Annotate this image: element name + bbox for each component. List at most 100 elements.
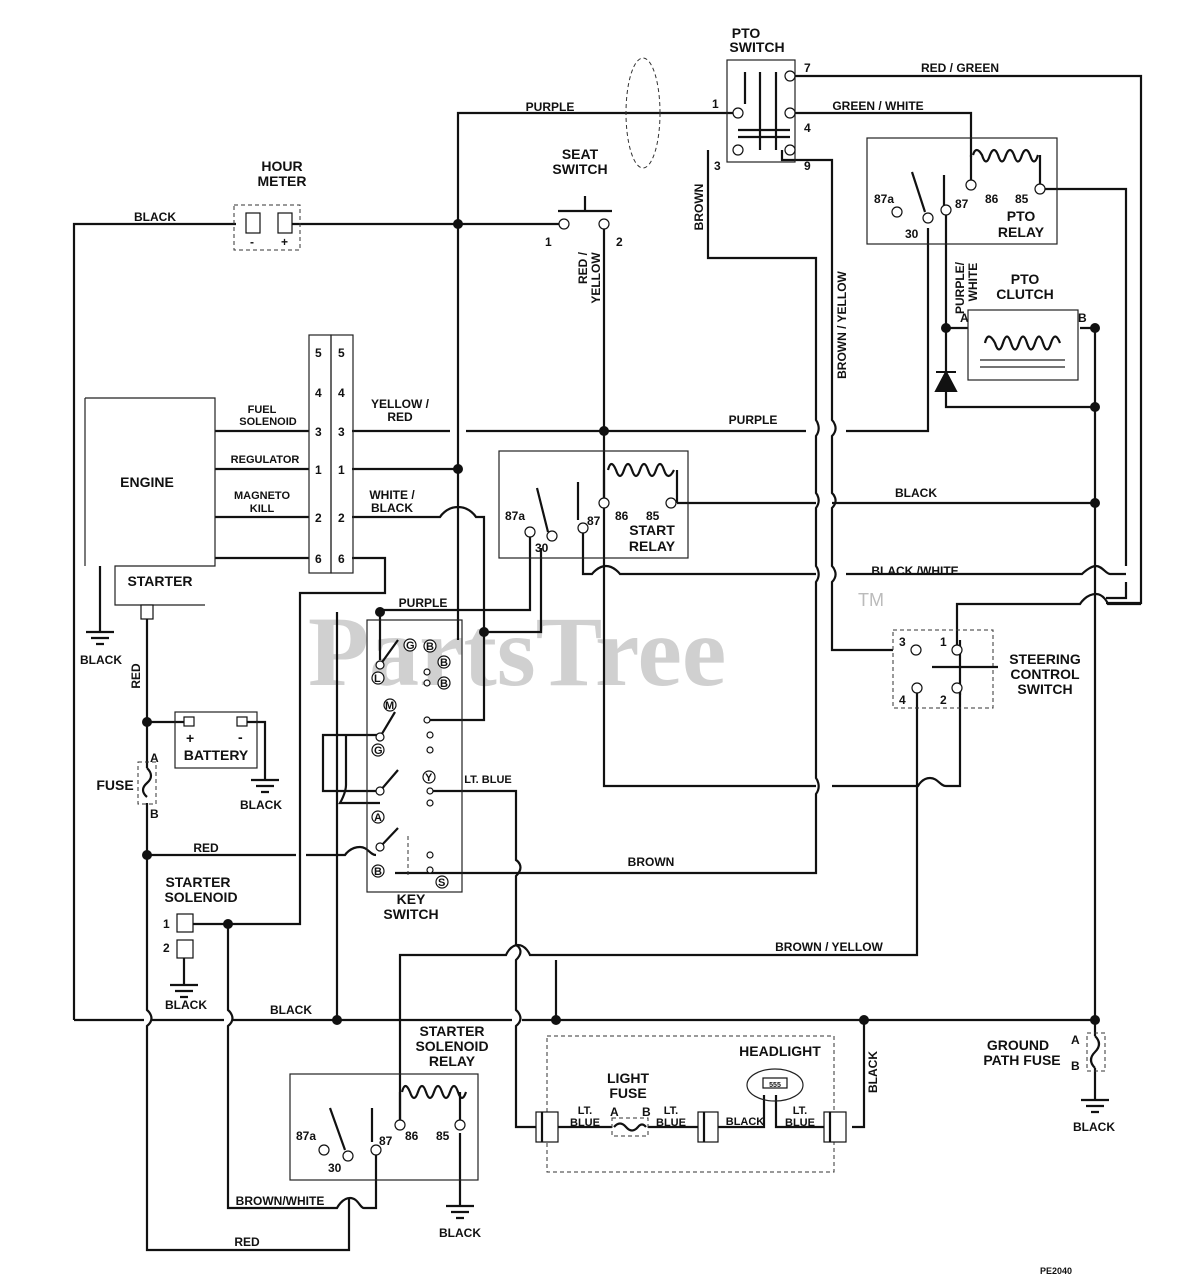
- wire-key-a2: [338, 735, 380, 805]
- wire-brown-yellow: [780, 150, 893, 652]
- fuse-element: [141, 767, 153, 798]
- wire-label-black-engine: BLACK: [80, 653, 122, 667]
- pto-pin-7: 7: [804, 61, 811, 75]
- pto-relay-title-1: PTO: [1007, 208, 1036, 224]
- start-relay-87a: 87a: [505, 509, 525, 523]
- pto-pin-4: 4: [804, 121, 811, 135]
- pto-clutch: PTO CLUTCH A B: [934, 271, 1087, 392]
- wire-label-purple-top: PURPLE: [526, 100, 575, 114]
- wire-label-green-white: GREEN / WHITE: [832, 99, 923, 113]
- pto-relay-30: 30: [905, 227, 919, 241]
- start-relay-title-1: START: [629, 522, 675, 538]
- wire-label-red-yellow-1: RED /: [576, 251, 590, 284]
- wire-label-red-bottom: RED: [234, 1235, 260, 1249]
- key-term-g2: G: [374, 745, 383, 757]
- conn-l-6: 6: [315, 552, 322, 566]
- ssr-87a: 87a: [296, 1129, 316, 1143]
- start-relay-body: [498, 450, 689, 559]
- pto-relay-contacts: [910, 155, 1042, 213]
- wire-steer1: [955, 592, 1141, 645]
- light-fuse-b: B: [642, 1105, 651, 1119]
- wire-label-lt-blue-2a: LT.: [664, 1105, 678, 1117]
- wire-label-black-solenoid: BLACK: [165, 998, 207, 1012]
- wire-light-chain: [558, 1095, 824, 1129]
- headlight-code: 555: [769, 1082, 781, 1089]
- pto-switch: PTO SWITCH 7 1 4 3 9: [625, 25, 811, 173]
- ssr-87: 87: [379, 1134, 393, 1148]
- starter-label: STARTER: [127, 573, 192, 589]
- regulator-label: REGULATOR: [231, 454, 300, 466]
- pto-clutch-coil: [983, 335, 1062, 351]
- wire-label-purple-key: PURPLE: [399, 596, 448, 610]
- key-term-b3: B: [440, 678, 448, 690]
- seat-switch-title-2: SWITCH: [552, 161, 607, 177]
- watermark-text: PartsTree: [308, 596, 726, 707]
- starter-solenoid-relay: STARTER SOLENOID RELAY 87a 30 87 86 85: [289, 1023, 489, 1181]
- solenoid-pin-1: 1: [163, 917, 170, 931]
- wire-label-lt-blue-2b: BLUE: [656, 1117, 686, 1129]
- wire-red-main: [145, 803, 351, 1252]
- ssr-title-2: SOLENOID: [415, 1038, 488, 1054]
- starter-solenoid-title-2: SOLENOID: [164, 889, 237, 905]
- wire-label-black-vertical: BLACK: [866, 1051, 880, 1093]
- wire-key-a: [321, 733, 380, 793]
- light-fuse-a: A: [610, 1105, 619, 1119]
- ground-icon: [86, 630, 114, 646]
- key-switch-levers: [379, 639, 399, 848]
- gpf-element: [1089, 1035, 1101, 1069]
- ground-icon: [170, 983, 198, 999]
- gpf-title-1: GROUND: [987, 1037, 1049, 1053]
- engine-body: [84, 397, 216, 606]
- seat-switch-title-1: SEAT: [562, 146, 599, 162]
- key-switch-title-2: SWITCH: [383, 906, 438, 922]
- steering-switch-body: [892, 629, 994, 709]
- ground-symbols: [86, 630, 1109, 1220]
- wire-label-brown-yellow-v: BROWN / YELLOW: [835, 270, 849, 378]
- wire-label-lt-blue: LT. BLUE: [464, 774, 511, 786]
- wire-white-black: [352, 505, 486, 722]
- wire-sol-relay: [226, 924, 378, 1210]
- steering-title-3: SWITCH: [1017, 681, 1072, 697]
- conn-r-2: 2: [338, 511, 345, 525]
- wires: [72, 74, 1143, 1252]
- pto-relay-87: 87: [955, 197, 969, 211]
- wire-pto85: [1040, 187, 1128, 600]
- wire-start30: [484, 548, 543, 634]
- ground-icon: [1081, 1098, 1109, 1114]
- conn-r-1: 1: [338, 463, 345, 477]
- headlight-title: HEADLIGHT: [739, 1043, 821, 1059]
- headlight-lamp: [746, 1068, 804, 1102]
- doc-code: PE2040: [1040, 1266, 1072, 1276]
- gpf-b: B: [1071, 1059, 1080, 1073]
- start-relay-85: 85: [646, 509, 660, 523]
- pto-clutch-a: A: [960, 311, 969, 325]
- wire-label-purple-white-1: PURPLE/: [953, 261, 967, 314]
- key-switch-body: [366, 619, 463, 893]
- engine: ENGINE STARTER FUEL SOLENOID REGULATOR M…: [84, 397, 300, 620]
- fuel-label-2: SOLENOID: [239, 416, 297, 428]
- steer-pin-4: 4: [899, 693, 906, 707]
- wire-label-black-light: BLACK: [726, 1116, 765, 1128]
- wire-label-red-starter: RED: [129, 663, 143, 689]
- fuse: FUSE A B: [96, 751, 159, 821]
- key-term-b4: B: [374, 866, 382, 878]
- wire-label-red-yellow-2: YELLOW: [589, 252, 603, 304]
- conn-r-4: 4: [338, 386, 345, 400]
- hour-meter-body: [233, 204, 301, 251]
- ground-icon: [446, 1204, 474, 1220]
- key-term-a: A: [374, 812, 382, 824]
- start-relay: 87a 30 87 86 85 START RELAY: [498, 450, 689, 559]
- start-relay-87: 87: [587, 514, 601, 528]
- key-term-b1: B: [426, 641, 434, 653]
- pto-switch-title-2: SWITCH: [729, 39, 784, 55]
- conn-l-4: 4: [315, 386, 322, 400]
- steering-title-2: CONTROL: [1010, 666, 1080, 682]
- battery-label: BATTERY: [184, 747, 249, 763]
- pto-pin-1: 1: [712, 97, 719, 111]
- pto-switch-title-1: PTO: [732, 25, 761, 41]
- seat-switch: SEAT SWITCH 1 2: [545, 146, 623, 249]
- wire-labels: PURPLE RED / GREEN GREEN / WHITE BLACK B…: [80, 61, 1115, 1249]
- wire-black-hour: [72, 222, 236, 1020]
- wire-brown-pto: [395, 150, 820, 875]
- wire-label-black-battery: BLACK: [240, 798, 282, 812]
